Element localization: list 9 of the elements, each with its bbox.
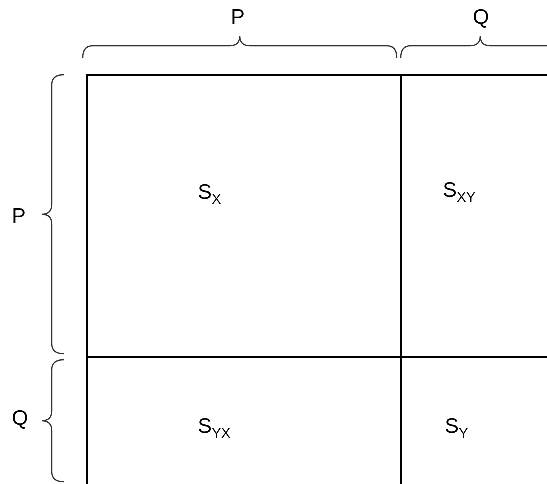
block-label: S$_{XY}$ xyxy=(443,179,476,206)
dimension-label: Q xyxy=(12,407,28,431)
block-label: S$_{YX}$ xyxy=(198,415,231,442)
matrix-block xyxy=(86,74,402,358)
dimension-label: P xyxy=(231,6,246,30)
dimension-label: P xyxy=(12,205,26,229)
block-label: S$_{Y}$ xyxy=(445,415,468,442)
block-label: S$_{X}$ xyxy=(198,181,222,208)
dimension-label: Q xyxy=(473,6,490,30)
